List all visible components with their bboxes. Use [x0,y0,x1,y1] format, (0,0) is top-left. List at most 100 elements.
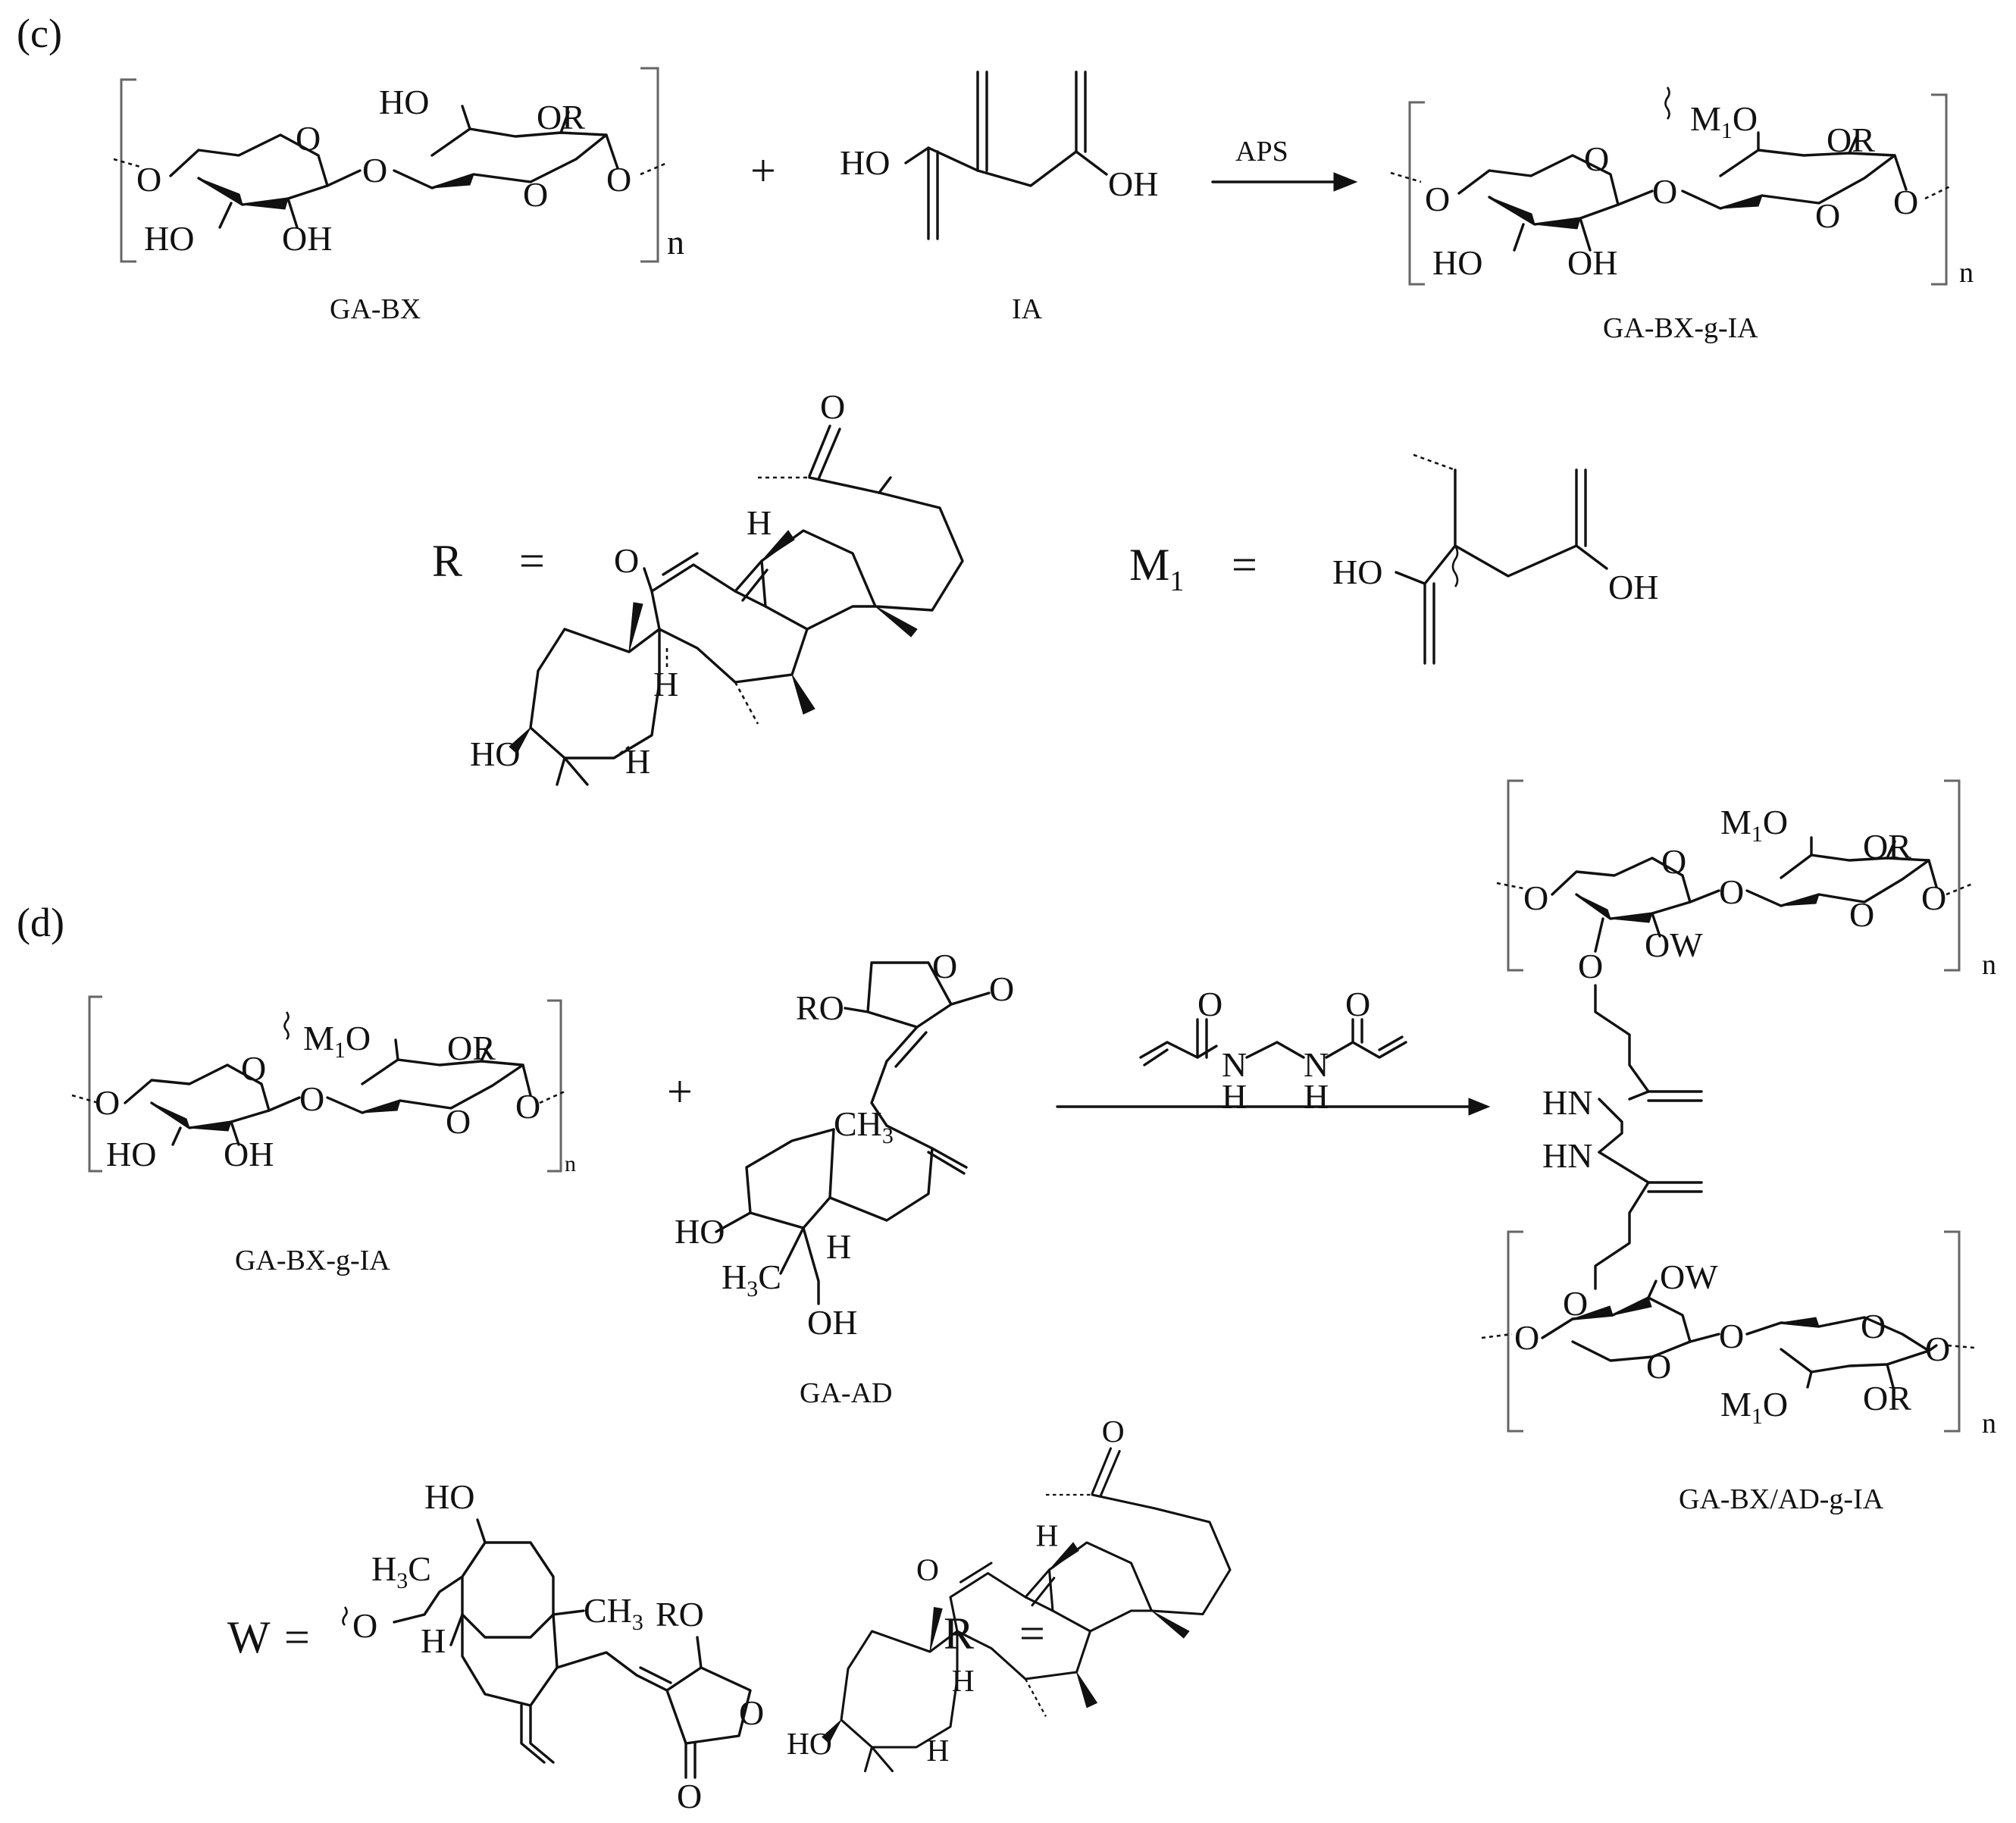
m1-structure: HO OH [1332,453,1658,665]
o-atom: O [932,947,957,985]
repeat-n: n [667,223,684,262]
w-andrographolide-structure: HO H3C O H CH3 RO O O [342,1477,764,1815]
o-atom: O [1584,139,1609,178]
or-label: OR [447,1029,496,1067]
o-atom: O [1646,1347,1671,1386]
repeat-n: n [565,1151,576,1176]
plus-sign: + [667,1067,693,1117]
ow-label: OW [1645,926,1703,964]
ho-label: HO [1432,243,1482,282]
ga-ad-structure: O O RO CH3 HO H H3C OH [675,947,1014,1342]
ia-structure: HO OH [840,70,1158,240]
o-atom: O [1893,183,1918,221]
n-atom: N [1222,1045,1247,1084]
o-atom: O [1719,872,1744,911]
ho-label: HO [675,1212,725,1251]
ch3-label: CH3 [584,1591,643,1635]
h3c-label: H3C [371,1549,431,1593]
or-label: OR [1827,121,1875,159]
ga-bx-ad-g-ia-structure: O O O OW O O M1O OR O n HN HN [1481,779,1996,1439]
or-label: OR [1863,1379,1911,1417]
o-atom: O [606,160,631,199]
o-atom: O [515,1087,540,1126]
oh-label: OH [1108,164,1158,203]
oh-label: OH [1608,568,1658,606]
oh-label: OH [1567,243,1617,282]
o-atom: O [1925,1330,1950,1368]
r-triterpene-structure-d: O O H H HO H [787,1414,1232,1773]
ow-label: OW [1660,1258,1718,1296]
label-ga-bx: GA-BX [330,293,421,325]
o-atom: O [1523,879,1548,917]
h-label: H [747,503,772,542]
ho-label: HO [470,735,520,773]
repeat-n: n [1959,257,1974,289]
ro-label: RO [656,1595,704,1633]
h-label: H [927,1733,950,1768]
label-ga-bx-ad-g-ia: GA-BX/AD-g-IA [1679,1483,1884,1515]
label-ia: IA [1012,293,1043,325]
ga-bx-structure: O O HO OH O O HO OR O n [113,67,684,263]
reagent-aps: APS [1235,136,1288,168]
oh-label: OH [807,1303,857,1342]
o-atom: O [677,1777,702,1815]
w-symbol: W [227,1612,271,1662]
mba-crosslinker: O N H N H O [1139,985,1407,1116]
o-atom: O [1514,1318,1539,1357]
hn-label: HN [1542,1083,1592,1122]
o-atom: O [446,1102,471,1141]
ho-label: HO [840,143,890,182]
n-atom: N [1304,1045,1329,1084]
o-atom: O [739,1693,764,1732]
o-atom: O [1425,180,1450,218]
o-atom: O [1578,947,1603,985]
ho-label: HO [424,1477,474,1516]
m1o-label: M1O [303,1019,371,1063]
o-atom: O [1652,172,1677,211]
ho-label: HO [144,219,194,258]
oh-label: OH [282,219,332,258]
or-label: OR [1863,827,1911,866]
o-atom: O [136,160,161,199]
h-label: H [826,1227,851,1266]
m1-symbol: M1 [1129,540,1184,597]
o-atom: O [1719,1317,1744,1355]
m1o-label: M1O [1720,1385,1788,1429]
o-atom: O [1861,1307,1886,1345]
ch3-label: CH3 [834,1104,894,1148]
o-atom: O [362,151,387,190]
ro-label: RO [796,988,844,1027]
plus-sign: + [750,146,776,196]
h-label: H [952,1663,975,1698]
ga-bx-g-ia-structure: O O HO OH O O M1O OR O n [1390,86,1974,289]
hn-label: HN [1542,1136,1592,1175]
label-ga-bx-g-ia-d: GA-BX-g-IA [235,1245,390,1276]
h-label: H [653,665,678,703]
r-triterpene-structure: O O H H HO H [470,387,964,786]
repeat-n: n [1982,949,1996,981]
r-symbol: R [944,1608,974,1659]
o-atom: O [1921,879,1946,917]
o-atom: O [523,175,548,214]
o-atom: O [1815,196,1840,235]
o-atom: O [1661,842,1686,881]
o-atom: O [1197,985,1222,1023]
h-label: H [625,742,650,781]
equals-sign: = [1232,540,1257,590]
o-atom: O [296,119,321,158]
h-label: H [1304,1077,1329,1116]
m1o-label: M1O [1690,99,1758,143]
ho-label: HO [787,1726,832,1761]
equals-sign: = [1019,1608,1045,1659]
panel-label-d: (d) [17,900,64,945]
ho-label: HO [1332,553,1382,591]
equals-sign: = [519,536,545,586]
oh-label: OH [224,1135,274,1173]
or-label: OR [537,98,585,136]
ho-label: HO [106,1135,156,1173]
o-atom: O [820,387,845,426]
ga-bx-g-ia-reactant: O O HO OH O O M1O OR O n [71,995,576,1176]
o-atom: O [989,969,1014,1008]
